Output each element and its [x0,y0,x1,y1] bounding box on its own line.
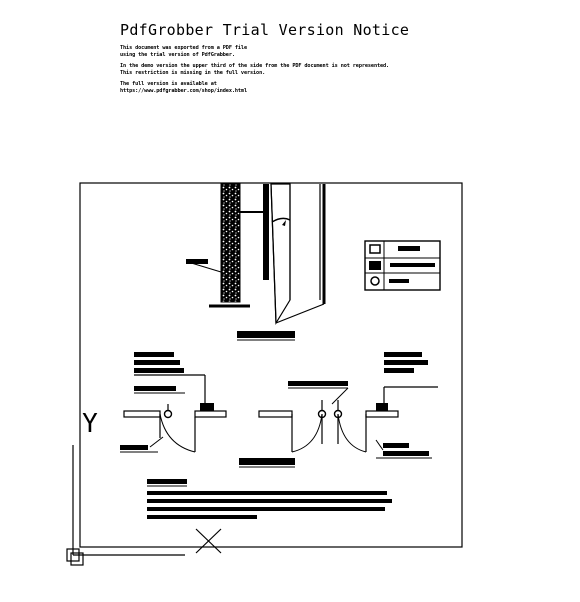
notice-title: PdfGrobber Trial Version Notice [120,21,410,39]
notice-line: The full version is available at [120,81,217,87]
plan-detail-right [258,352,438,459]
plan-detail-left [120,352,227,453]
plan-caption [239,458,295,468]
notice-line: This restriction is missing in the full … [120,70,266,76]
notice-line: using the trial version of PdfGrabber. [120,52,235,58]
ucs-axis-icon: Y [66,409,185,566]
notice-line: This document was exported from a PDF fi… [120,45,247,51]
trial-notice: PdfGrobber Trial Version Notice This doc… [120,22,520,95]
notes-block [147,479,392,519]
y-axis-label: Y [82,409,98,439]
legend-box [364,240,441,291]
drawing-frame [79,182,463,548]
notice-line: In the demo version the upper third of t… [120,63,390,69]
elevation-detail [186,183,326,341]
notice-line: https://www.pdfgrabber.com/shop/index.ht… [120,88,247,94]
x-cross-icon [195,528,222,554]
